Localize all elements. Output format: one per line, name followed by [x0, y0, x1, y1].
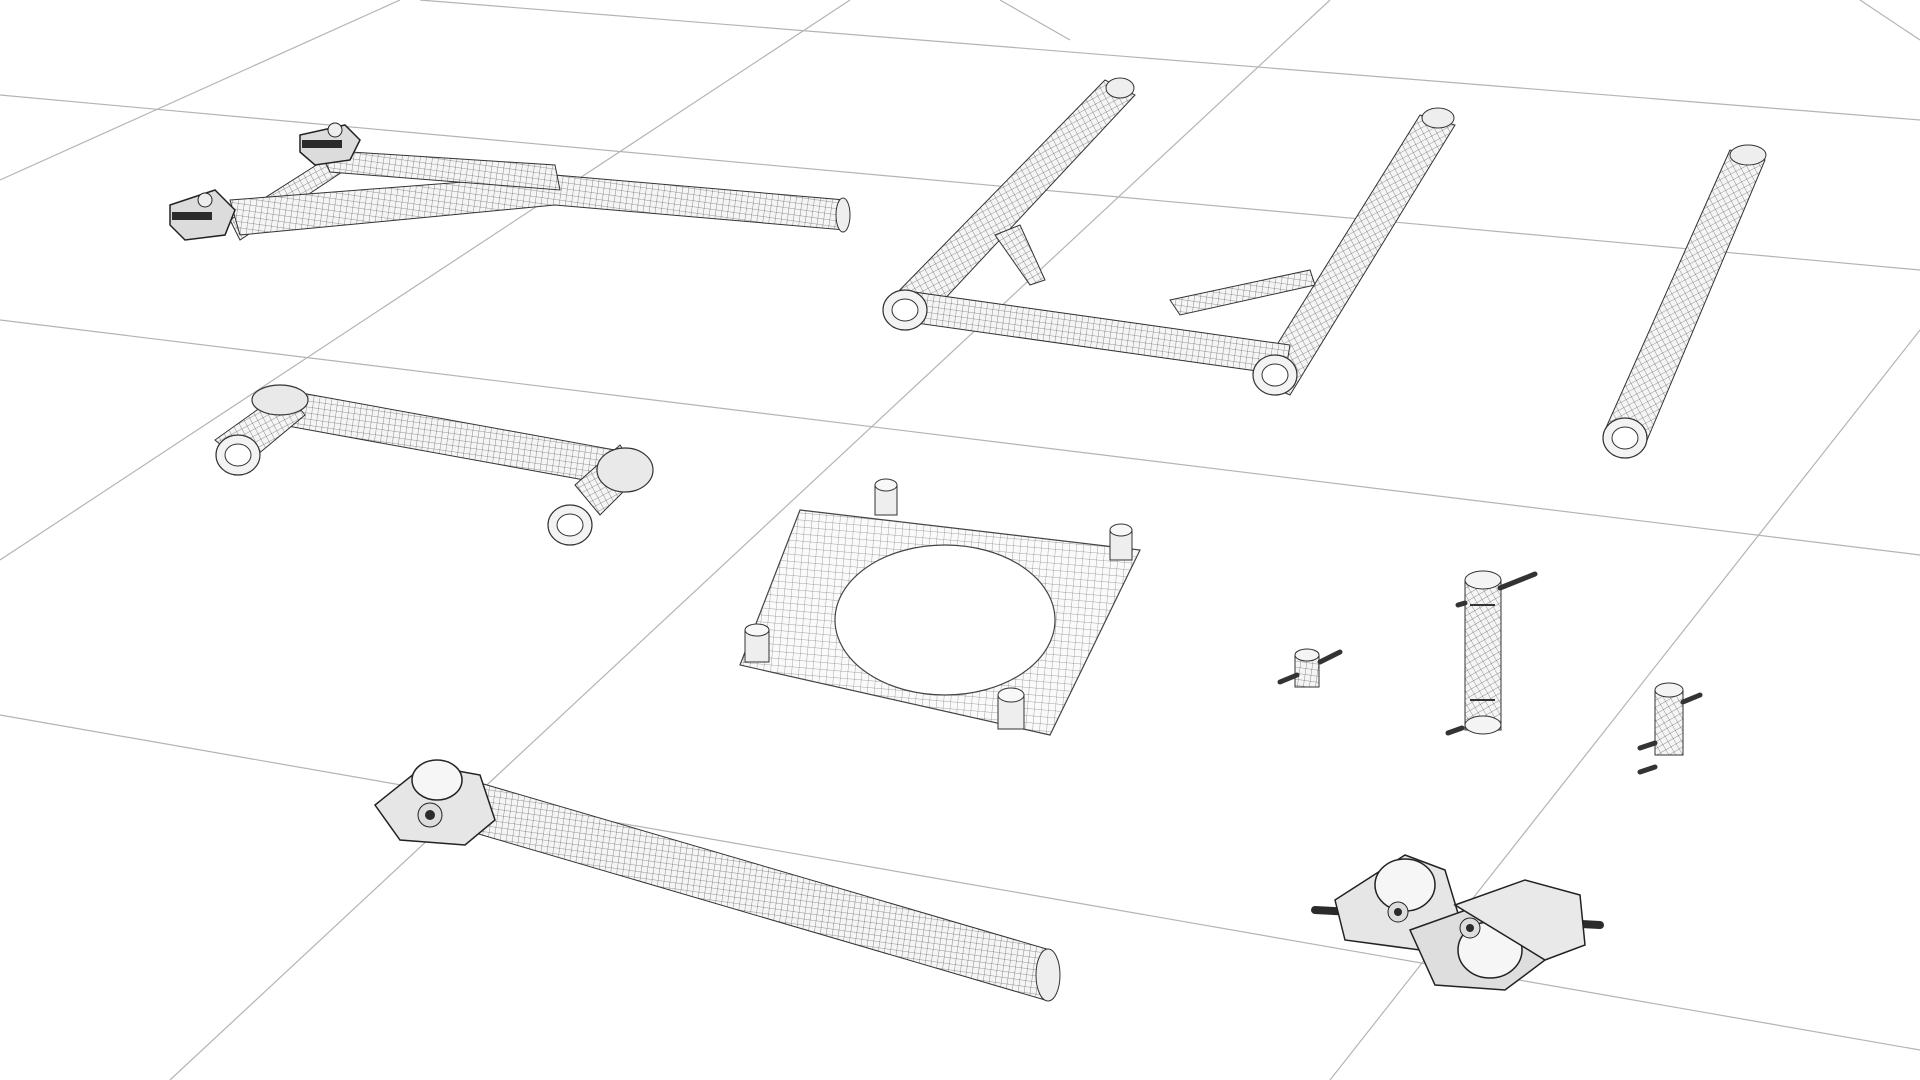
spigot-pin-medium — [1637, 682, 1703, 775]
square-base-plate — [739, 478, 1141, 736]
offset-elbow-tube — [214, 384, 654, 546]
clamp-icon — [169, 189, 236, 241]
clamp-icon — [373, 759, 496, 846]
y-tube-with-clamps — [169, 122, 851, 241]
pin-icon — [744, 623, 770, 663]
tube-with-half-coupler — [373, 759, 1061, 1002]
pin-icon — [874, 478, 898, 516]
clamp-icon — [299, 122, 361, 166]
spigot-coupler-tall — [1445, 570, 1538, 736]
straight-tube-right — [1602, 144, 1767, 459]
pin-icon — [997, 687, 1025, 730]
pin-icon — [1109, 523, 1133, 561]
h-frame-tube-assembly — [882, 77, 1456, 396]
swivel-coupler-clamp — [1311, 854, 1604, 991]
spigot-pin-small — [1277, 648, 1343, 688]
